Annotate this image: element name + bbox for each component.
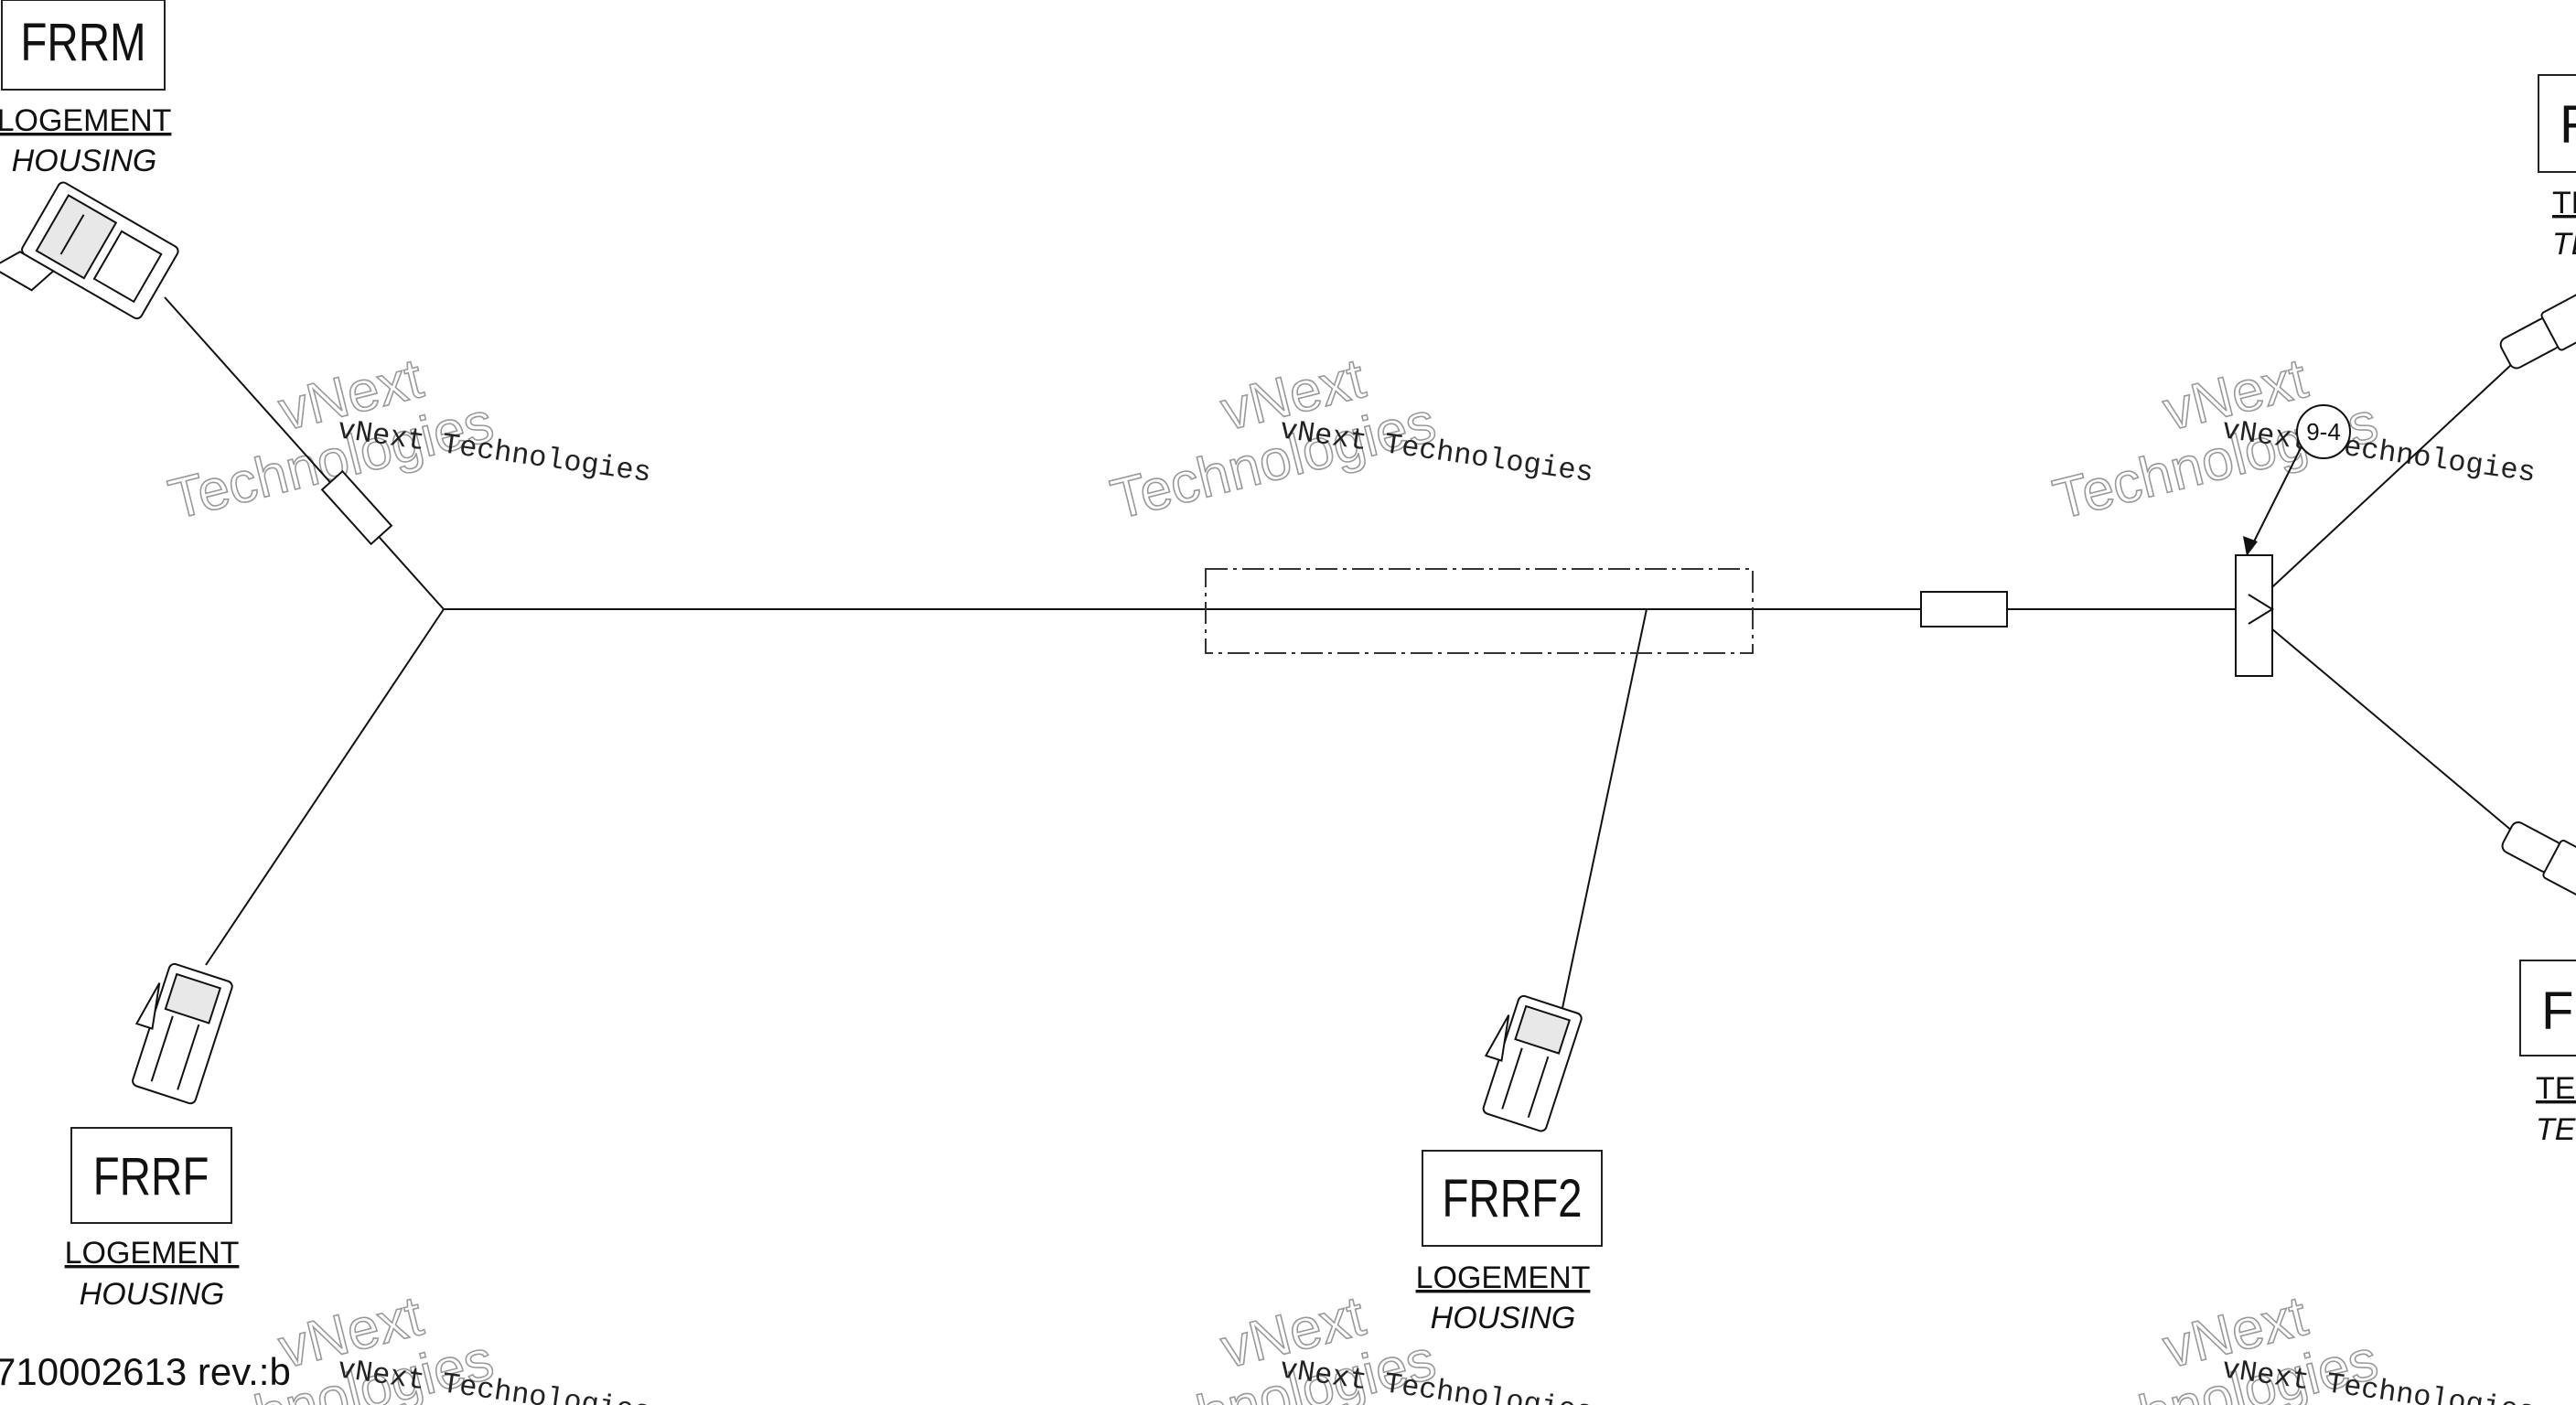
connector-frrf2: FRRF2 LOGEMENT HOUSING xyxy=(1416,994,1603,1335)
connector-code: FI xyxy=(2541,981,2576,1041)
connector-housing-icon xyxy=(1482,994,1583,1132)
branch-clip-frrm xyxy=(320,469,393,546)
watermark: vNext Technologies vNext Technologies vN… xyxy=(162,346,2538,1405)
splice-block xyxy=(2235,554,2273,677)
connector-label-fr: LOGEMENT xyxy=(1416,1260,1591,1295)
branch-wire-frrf xyxy=(205,608,445,966)
connector-label-box xyxy=(1422,1150,1603,1247)
connector-right-top: F TE TE xyxy=(2499,74,2576,370)
connector-code: F xyxy=(2560,95,2576,155)
connector-label-fr: LOGEMENT xyxy=(65,1236,240,1271)
document-number: 710002613 rev.:b xyxy=(0,1350,291,1393)
callout-label: 9-4 xyxy=(2306,418,2341,445)
connector-label-box xyxy=(1,0,166,91)
connector-label-fr: LOGEMENT xyxy=(0,103,171,138)
connector-label-fr: TE xyxy=(2552,186,2576,220)
connector-code: FRRF2 xyxy=(1442,1170,1582,1229)
connector-right-bottom: FI TER TER xyxy=(2501,821,2576,1147)
connector-label-fr: TER xyxy=(2536,1071,2576,1106)
callout-circle xyxy=(2296,404,2351,459)
wire-clip xyxy=(1920,591,2008,627)
splice-junction xyxy=(2248,594,2274,625)
protective-sleeve-outline xyxy=(1205,568,1754,654)
callout: 9-4 xyxy=(2243,404,2351,556)
callout-arrowhead xyxy=(2243,536,2258,556)
connector-label-box xyxy=(2519,960,2576,1056)
connector-frrm: FRRM LOGEMENT HOUSING xyxy=(0,0,179,320)
connector-label-en: TER xyxy=(2536,1112,2576,1147)
connector-housing-icon xyxy=(0,181,179,320)
connector-code: FRRM xyxy=(20,14,145,73)
connector-label-box xyxy=(2538,74,2576,173)
branch-wire-right-bottom xyxy=(2248,608,2526,842)
connector-label-en: TE xyxy=(2552,227,2576,262)
branch-wire-right-top xyxy=(2248,351,2526,610)
connector-frrf: FRRF LOGEMENT HOUSING xyxy=(65,962,240,1312)
branch-wire-frrf2 xyxy=(1554,608,1648,1044)
terminal-icon xyxy=(2499,293,2576,370)
connector-label-en: HOUSING xyxy=(80,1277,225,1312)
connector-label-en: HOUSING xyxy=(12,144,157,178)
connector-label-box xyxy=(70,1127,232,1224)
callout-leader xyxy=(2249,447,2302,550)
connector-label-en: HOUSING xyxy=(1431,1301,1576,1335)
terminal-icon xyxy=(2501,821,2576,898)
branch-wire-frrm xyxy=(164,296,445,610)
connector-code: FRRF xyxy=(93,1148,209,1207)
connector-housing-icon xyxy=(132,962,233,1105)
